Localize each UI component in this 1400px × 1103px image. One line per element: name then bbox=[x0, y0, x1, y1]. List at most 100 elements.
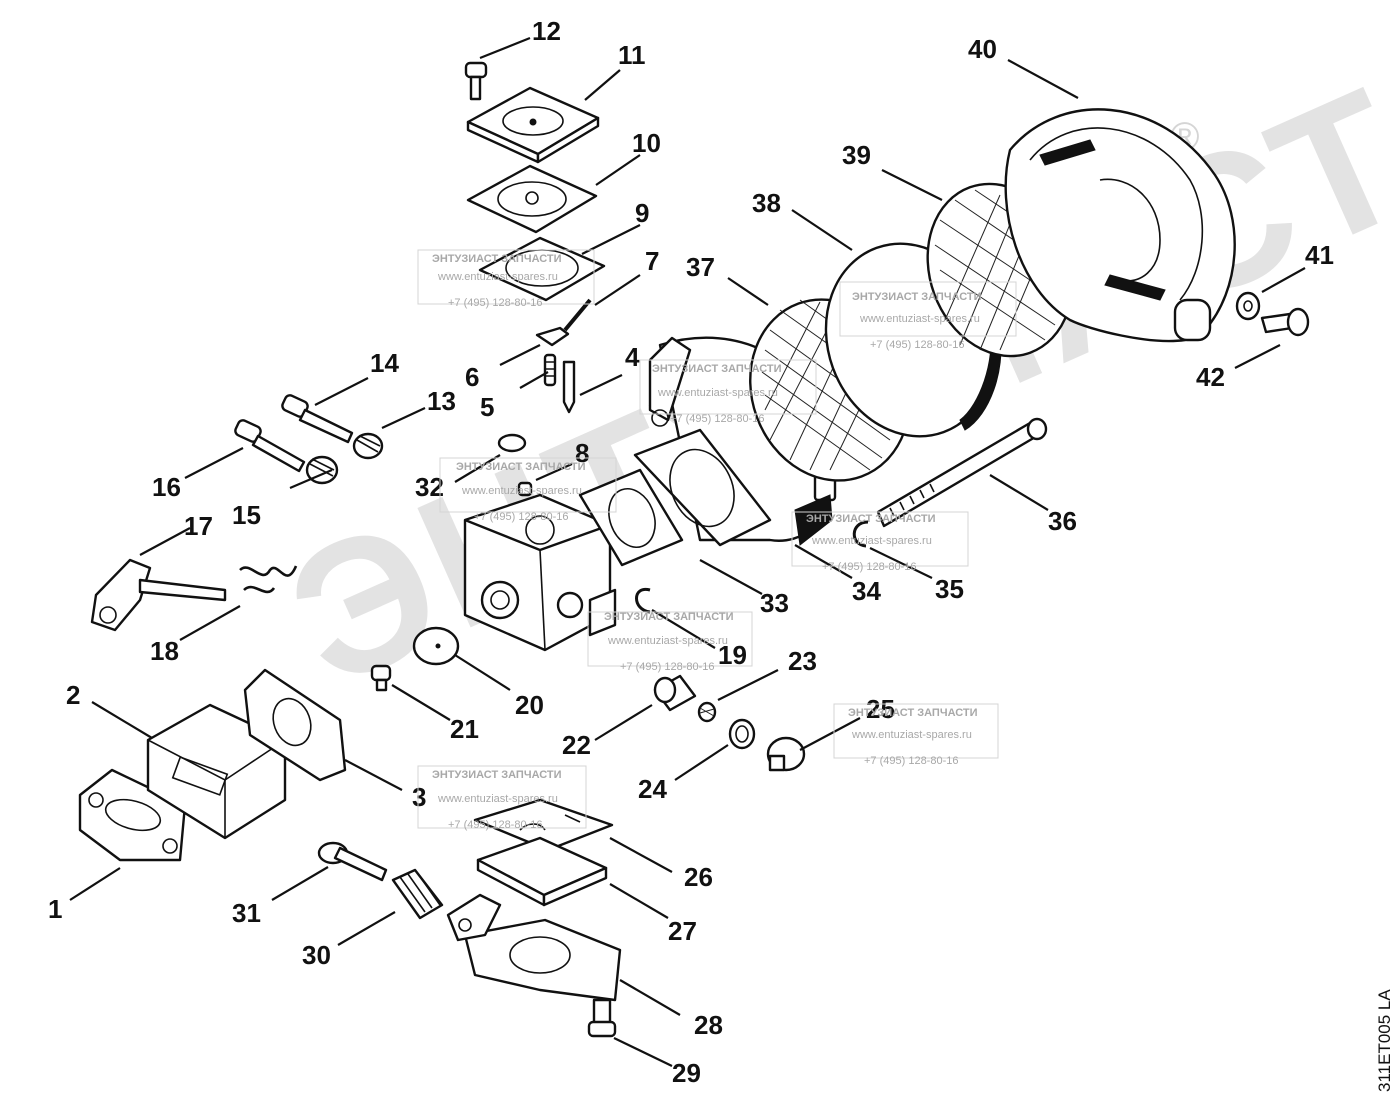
callout-1: 1 bbox=[48, 894, 62, 924]
part-screw-8 bbox=[517, 481, 533, 497]
callout-36: 36 bbox=[1048, 506, 1077, 536]
leader-lines bbox=[69, 36, 1306, 1067]
callout-11: 11 bbox=[618, 40, 646, 70]
callout-3: 3 bbox=[412, 782, 426, 812]
part-screw-12 bbox=[464, 61, 488, 101]
svg-text:www.entuziast-spares.ru: www.entuziast-spares.ru bbox=[859, 313, 980, 325]
svg-text:ЭНТУЗИАСТ ЗАПЧАСТИ: ЭНТУЗИАСТ ЗАПЧАСТИ bbox=[432, 769, 562, 781]
part-spring-5 bbox=[543, 353, 557, 387]
callout-19: 19 bbox=[718, 640, 747, 670]
svg-text:+7 (495) 128-80-16: +7 (495) 128-80-16 bbox=[870, 339, 964, 351]
svg-text:ЭНТУЗИАСТ ЗАПЧАСТИ: ЭНТУЗИАСТ ЗАПЧАСТИ bbox=[456, 461, 586, 473]
callout-28: 28 bbox=[694, 1010, 723, 1040]
callout-26: 26 bbox=[684, 862, 713, 892]
svg-text:ЭНТУЗИАСТ ЗАПЧАСТИ: ЭНТУЗИАСТ ЗАПЧАСТИ bbox=[652, 363, 782, 375]
part-diaphragm-27 bbox=[476, 836, 608, 907]
callout-41: 41 bbox=[1305, 240, 1334, 270]
svg-text:+7 (495) 128-80-16: +7 (495) 128-80-16 bbox=[670, 413, 764, 425]
drawing-reference: 311ET005 LA bbox=[1375, 989, 1394, 1092]
watermark-stamp-8: ЭНТУЗИАСТ ЗАПЧАСТИ www.entuziast-spares.… bbox=[417, 765, 587, 831]
part-ring-24 bbox=[728, 718, 756, 750]
callout-8: 8 bbox=[575, 438, 589, 468]
callout-14: 14 bbox=[370, 348, 399, 378]
part-screw-42 bbox=[1260, 307, 1310, 337]
callout-30: 30 bbox=[302, 940, 331, 970]
svg-text:ЭНТУЗИАСТ ЗАПЧАСТИ: ЭНТУЗИАСТ ЗАПЧАСТИ bbox=[432, 253, 562, 265]
svg-text:+7 (495) 128-80-16: +7 (495) 128-80-16 bbox=[448, 819, 542, 831]
callout-4: 4 bbox=[625, 342, 640, 372]
svg-text:www.entuziast-spares.ru: www.entuziast-spares.ru bbox=[437, 793, 558, 805]
svg-text:+7 (495) 128-80-16: +7 (495) 128-80-16 bbox=[474, 511, 568, 523]
callout-40: 40 bbox=[968, 34, 997, 64]
part-screw-31 bbox=[317, 841, 388, 882]
part-pin-7 bbox=[563, 298, 592, 332]
callout-37: 37 bbox=[686, 252, 715, 282]
callout-7: 7 bbox=[645, 246, 659, 276]
watermark-stamp-5: ЭНТУЗИАСТ ЗАПЧАСТИ www.entuziast-spares.… bbox=[791, 511, 969, 573]
svg-text:www.entuziast-spares.ru: www.entuziast-spares.ru bbox=[851, 729, 972, 741]
callout-2: 2 bbox=[66, 680, 80, 710]
callout-5: 5 bbox=[480, 392, 494, 422]
part-lever-6 bbox=[535, 326, 570, 347]
callout-9: 9 bbox=[635, 198, 649, 228]
svg-text:ЭНТУЗИАСТ ЗАПЧАСТИ: ЭНТУЗИАСТ ЗАПЧАСТИ bbox=[604, 611, 734, 623]
part-shaft-17 bbox=[90, 558, 227, 632]
watermark-stamp-2: ЭНТУЗИАСТ ЗАПЧАСТИ www.entuziast-spares.… bbox=[839, 281, 1017, 351]
part-screw-21 bbox=[370, 664, 392, 692]
callout-35: 35 bbox=[935, 574, 964, 604]
part-diaphragm-10 bbox=[466, 164, 598, 234]
callout-24: 24 bbox=[638, 774, 667, 804]
callout-29: 29 bbox=[672, 1058, 701, 1088]
watermark-stamp-3: ЭНТУЗИАСТ ЗАПЧАСТИ www.entuziast-spares.… bbox=[639, 359, 817, 425]
svg-text:ЭНТУЗИАСТ ЗАПЧАСТИ: ЭНТУЗИАСТ ЗАПЧАСТИ bbox=[806, 513, 936, 525]
part-plug-25 bbox=[766, 736, 806, 772]
watermark-stamp-1: ЭНТУЗИАСТ ЗАПЧАСТИ www.entuziast-spares.… bbox=[417, 249, 595, 309]
part-bolt-36 bbox=[876, 417, 1048, 528]
callout-17: 17 bbox=[184, 511, 213, 541]
part-carburetor-body bbox=[463, 493, 617, 652]
part-sleeve-22 bbox=[653, 674, 697, 712]
callout-18: 18 bbox=[150, 636, 179, 666]
part-spacer-2 bbox=[146, 703, 287, 840]
callout-32: 32 bbox=[415, 472, 444, 502]
part-screw-29 bbox=[587, 998, 617, 1038]
callout-22: 22 bbox=[562, 730, 591, 760]
callout-25: 25 bbox=[866, 694, 895, 724]
watermark-stamp-7: ЭНТУЗИАСТ ЗАПЧАСТИ www.entuziast-spares.… bbox=[833, 703, 999, 767]
part-spring-13 bbox=[352, 432, 384, 460]
callout-6: 6 bbox=[465, 362, 479, 392]
part-spring-30 bbox=[391, 868, 444, 920]
part-cover-28 bbox=[446, 893, 622, 1002]
callout-27: 27 bbox=[668, 916, 697, 946]
callout-10: 10 bbox=[632, 128, 661, 158]
part-gasket-3 bbox=[243, 668, 347, 782]
callout-42: 42 bbox=[1196, 362, 1225, 392]
svg-text:+7 (495) 128-80-16: +7 (495) 128-80-16 bbox=[864, 755, 958, 767]
svg-text:www.entuziast-spares.ru: www.entuziast-spares.ru bbox=[657, 387, 778, 399]
callout-33: 33 bbox=[760, 588, 789, 618]
callout-16: 16 bbox=[152, 472, 181, 502]
part-clip-19 bbox=[635, 587, 651, 614]
callout-23: 23 bbox=[788, 646, 817, 676]
watermark-stamp-4: ЭНТУЗИАСТ ЗАПЧАСТИ www.entuziast-spares.… bbox=[439, 457, 617, 523]
svg-text:www.entuziast-spares.ru: www.entuziast-spares.ru bbox=[437, 271, 558, 283]
part-needle-4 bbox=[562, 360, 576, 414]
callout-labels: 1 2 3 4 5 6 7 8 9 10 11 12 13 14 15 16 1… bbox=[48, 16, 1334, 1088]
svg-text:www.entuziast-spares.ru: www.entuziast-spares.ru bbox=[811, 535, 932, 547]
callout-39: 39 bbox=[842, 140, 871, 170]
callout-21: 21 bbox=[450, 714, 479, 744]
part-clip-35 bbox=[852, 520, 869, 548]
svg-text:+7 (495) 128-80-16: +7 (495) 128-80-16 bbox=[822, 561, 916, 573]
part-screw-14 bbox=[281, 394, 354, 444]
part-washer-41 bbox=[1235, 291, 1261, 321]
part-disc-20 bbox=[412, 626, 460, 666]
part-screw-16 bbox=[234, 419, 306, 473]
part-spring-18 bbox=[239, 565, 298, 594]
part-cover-40 bbox=[1004, 108, 1236, 343]
svg-text:www.entuziast-spares.ru: www.entuziast-spares.ru bbox=[461, 485, 582, 497]
svg-text:www.entuziast-spares.ru: www.entuziast-spares.ru bbox=[607, 635, 728, 647]
svg-text:ЭНТУЗИАСТ ЗАПЧАСТИ: ЭНТУЗИАСТ ЗАПЧАСТИ bbox=[852, 291, 982, 303]
callout-20: 20 bbox=[515, 690, 544, 720]
part-gasket-33 bbox=[578, 468, 684, 567]
